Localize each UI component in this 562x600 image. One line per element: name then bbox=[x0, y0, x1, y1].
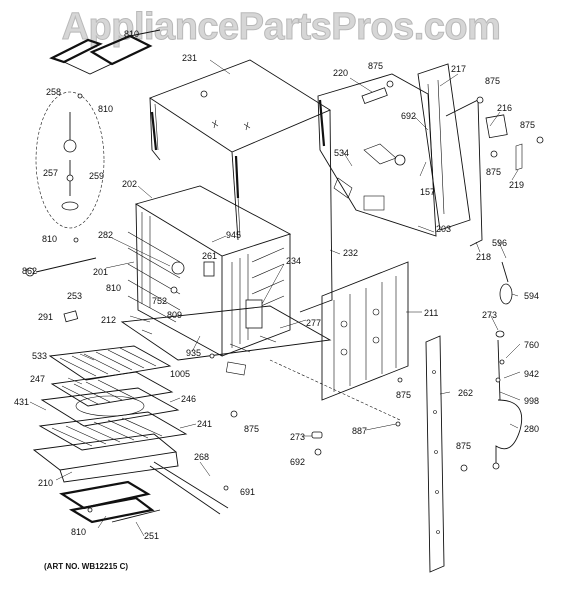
callout-203: 203 bbox=[436, 224, 452, 234]
callout-257: 257 bbox=[43, 168, 59, 178]
callout-692-b: 692 bbox=[290, 457, 306, 467]
callout-212: 212 bbox=[101, 315, 117, 325]
callout-268: 268 bbox=[194, 452, 210, 462]
callout-875-g: 875 bbox=[456, 441, 472, 451]
hardware-screws bbox=[311, 377, 468, 472]
callout-594: 594 bbox=[524, 291, 540, 301]
callout-1005: 1005 bbox=[170, 369, 191, 379]
callout-760: 760 bbox=[524, 340, 540, 350]
callout-259: 259 bbox=[89, 171, 105, 181]
callout-218: 218 bbox=[476, 252, 492, 262]
callout-277: 277 bbox=[306, 318, 322, 328]
callout-875-d: 875 bbox=[486, 167, 502, 177]
callout-273-b: 273 bbox=[290, 432, 306, 442]
leader-lines bbox=[29, 59, 521, 537]
callout-431: 431 bbox=[14, 397, 30, 407]
callout-210: 210 bbox=[38, 478, 54, 488]
callout-810-d: 810 bbox=[106, 283, 122, 293]
oven-cavity bbox=[127, 185, 292, 357]
oven-door-panel bbox=[269, 261, 409, 421]
outer-oven-wrapper bbox=[149, 59, 333, 313]
callout-220: 220 bbox=[333, 68, 349, 78]
callout-211: 211 bbox=[424, 308, 439, 318]
callout-216: 216 bbox=[497, 103, 513, 113]
callout-246: 246 bbox=[181, 394, 197, 404]
callout-998: 998 bbox=[524, 396, 540, 406]
callout-935: 935 bbox=[186, 348, 202, 358]
callout-280: 280 bbox=[524, 424, 540, 434]
callout-157: 157 bbox=[420, 187, 436, 197]
callout-875-b: 875 bbox=[485, 76, 501, 86]
callout-691: 691 bbox=[240, 487, 256, 497]
callout-875-a: 875 bbox=[368, 61, 384, 71]
callout-809: 809 bbox=[167, 310, 183, 320]
temperature-sensor bbox=[492, 261, 523, 470]
callout-875-e: 875 bbox=[396, 390, 412, 400]
callout-273-a: 273 bbox=[482, 310, 498, 320]
callout-596: 596 bbox=[492, 238, 508, 248]
bake-element bbox=[59, 480, 161, 524]
callout-875-c: 875 bbox=[520, 120, 536, 130]
callout-241: 241 bbox=[197, 419, 213, 429]
bottom-frame bbox=[120, 305, 332, 418]
broil-element bbox=[49, 29, 161, 75]
callout-810-b: 810 bbox=[98, 104, 114, 114]
art-number: (ART NO. WB12215 C) bbox=[44, 562, 129, 571]
callout-253: 253 bbox=[67, 291, 83, 301]
callout-202: 202 bbox=[122, 179, 138, 189]
door-latch-assembly bbox=[35, 91, 105, 243]
callout-201: 201 bbox=[93, 267, 109, 277]
callout-945: 945 bbox=[226, 230, 242, 240]
callout-232: 232 bbox=[343, 248, 359, 258]
callout-219: 219 bbox=[509, 180, 525, 190]
callout-234: 234 bbox=[286, 256, 302, 266]
callout-810-broil: 810 bbox=[124, 29, 140, 39]
callout-258: 258 bbox=[46, 87, 62, 97]
side-trim bbox=[425, 335, 445, 573]
callout-261: 261 bbox=[202, 251, 218, 261]
callout-282: 282 bbox=[98, 230, 114, 240]
callout-887: 887 bbox=[352, 426, 368, 436]
callout-862: 862 bbox=[22, 266, 38, 276]
callout-752: 752 bbox=[152, 296, 168, 306]
callout-875-f: 875 bbox=[244, 424, 260, 434]
callout-217: 217 bbox=[451, 64, 467, 74]
callout-231: 231 bbox=[182, 53, 198, 63]
callout-810-c: 810 bbox=[42, 234, 58, 244]
broil-pan bbox=[32, 433, 229, 515]
rear-panel bbox=[317, 73, 437, 237]
callout-533: 533 bbox=[32, 351, 48, 361]
callout-942: 942 bbox=[524, 369, 540, 379]
hinge-rod bbox=[25, 257, 97, 323]
callout-247: 247 bbox=[30, 374, 46, 384]
oven-racks bbox=[38, 345, 188, 451]
control-bracket bbox=[386, 63, 544, 247]
callout-810-e: 810 bbox=[71, 527, 87, 537]
callout-291: 291 bbox=[38, 312, 54, 322]
callout-534: 534 bbox=[334, 148, 350, 158]
callout-692-a: 692 bbox=[401, 111, 417, 121]
callout-251: 251 bbox=[144, 531, 160, 541]
callout-262: 262 bbox=[458, 388, 474, 398]
